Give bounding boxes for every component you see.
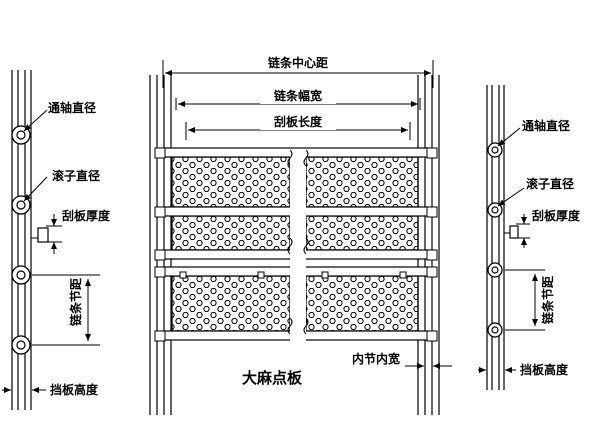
right-roller [487, 142, 503, 158]
right-chain-view [478, 85, 545, 390]
label-roller-diameter-right: 滚子直径 [526, 176, 574, 191]
label-roller-diameter-left: 滚子直径 [52, 168, 100, 183]
label-baffle-height-left: 挡板高度 [50, 382, 99, 397]
dotted-plate [171, 215, 291, 251]
label-inner-link-width: 内节内宽 [352, 351, 400, 366]
right-scraper-block [509, 225, 519, 239]
dotted-plate [171, 156, 291, 208]
label-baffle-height-right: 挡板高度 [520, 362, 569, 377]
diagram-title: 大麻点板 [242, 369, 303, 387]
label-scraper-thickness-right: 刮板厚度 [532, 208, 581, 223]
label-chain-center-distance: 链条中心距 [268, 55, 328, 70]
dotted-plate [305, 156, 419, 208]
left-scraper-block [37, 227, 49, 243]
left-roller [11, 195, 31, 215]
label-chain-width: 链条幅宽 [274, 88, 322, 103]
label-shaft-diameter-left: 通轴直径 [48, 100, 96, 115]
left-chain-view [2, 70, 100, 410]
left-roller [11, 125, 31, 145]
left-roller [11, 265, 31, 285]
label-shaft-diameter-right: 通轴直径 [522, 118, 570, 133]
left-roller [11, 335, 31, 355]
right-roller [487, 202, 503, 218]
right-roller [487, 262, 503, 278]
label-scraper-length: 刮板长度 [274, 114, 323, 129]
right-chain-rail [417, 75, 440, 415]
left-chain-rail [149, 75, 172, 415]
dotted-plate [305, 215, 419, 251]
dotted-plates [154, 147, 438, 345]
label-chain-pitch-left: 链条节距 [68, 278, 83, 326]
label-chain-pitch-right: 链条节距 [540, 276, 555, 324]
inner-link-width-dimension [405, 345, 452, 372]
right-roller [487, 322, 503, 338]
label-scraper-thickness-left: 刮板厚度 [62, 208, 111, 223]
dotted-plate [171, 275, 291, 332]
dotted-plate [305, 275, 419, 332]
